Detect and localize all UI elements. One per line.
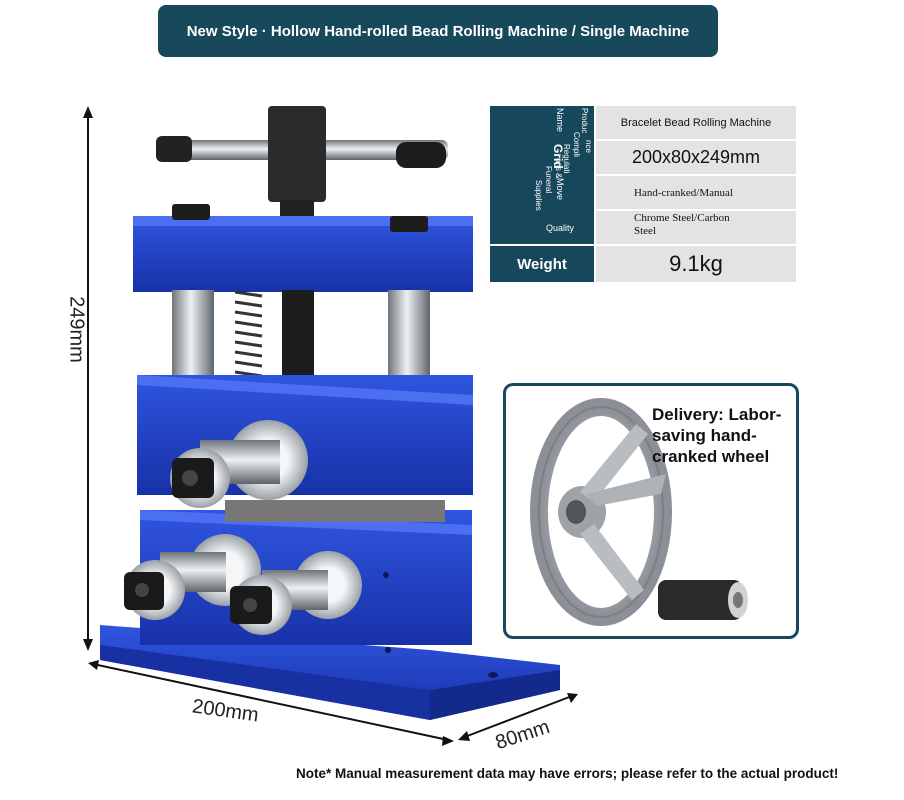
move-label: Move bbox=[555, 178, 565, 201]
delivery-text: Delivery: Labor-saving hand-cranked whee… bbox=[652, 405, 782, 466]
side-label-6: Funeral bbox=[544, 166, 553, 194]
disclaimer-note: Note* Manual measurement data may have e… bbox=[296, 766, 839, 781]
page-title-text: New Style · Hollow Hand-rolled Bead Roll… bbox=[186, 22, 690, 40]
grid-label: Grid bbox=[551, 144, 565, 169]
screw-handle bbox=[156, 106, 448, 230]
move-value: Hand-cranked/Manual bbox=[634, 186, 733, 199]
middle-block bbox=[137, 375, 473, 508]
weight-label-cell: Weight bbox=[490, 246, 594, 282]
side-label-7: Supplies bbox=[534, 180, 543, 211]
side-label-2: Compli bbox=[572, 132, 581, 157]
name-value-cell: Bracelet Bead Rolling Machine bbox=[596, 106, 796, 139]
delivery-box: Delivery: Labor-saving hand-cranked whee… bbox=[503, 383, 799, 639]
handwheel-illustration bbox=[530, 398, 748, 626]
guide-rods bbox=[172, 290, 430, 400]
page-title: New Style · Hollow Hand-rolled Bead Roll… bbox=[158, 5, 718, 57]
name-label: Name bbox=[555, 108, 565, 133]
name-value: Bracelet Bead Rolling Machine bbox=[620, 116, 772, 129]
spec-table: Produc Compli nce Regulati ons & Funeral… bbox=[490, 106, 796, 282]
quality-value-cell: Chrome Steel/Carbon Steel bbox=[596, 211, 796, 244]
side-label-4: Regulati bbox=[562, 144, 571, 174]
quality-value-line-1: Chrome Steel/Carbon bbox=[634, 212, 730, 224]
height-dimension-text: 249mm bbox=[65, 296, 88, 363]
quality-label: Quality bbox=[546, 223, 575, 233]
bottom-block bbox=[124, 500, 472, 653]
move-value-cell: Hand-cranked/Manual bbox=[596, 176, 796, 209]
weight-value-cell: 9.1kg bbox=[596, 246, 796, 282]
grid-value: 200x80x249mm bbox=[631, 147, 761, 167]
base-plate bbox=[100, 625, 560, 720]
side-label-1: Produc bbox=[580, 108, 589, 134]
grid-value-cell: 200x80x249mm bbox=[596, 141, 796, 174]
spec-label-block: Produc Compli nce Regulati ons & Funeral… bbox=[490, 106, 594, 244]
side-label-3: nce bbox=[584, 140, 593, 153]
height-dimension-label: 249mm bbox=[65, 290, 88, 370]
top-block bbox=[133, 204, 473, 292]
weight-label: Weight bbox=[517, 255, 567, 273]
weight-value: 9.1kg bbox=[669, 251, 723, 276]
quality-value-line-2: Steel bbox=[634, 225, 656, 237]
dimension-lines bbox=[83, 106, 578, 746]
side-label-5: ons & bbox=[554, 158, 563, 179]
